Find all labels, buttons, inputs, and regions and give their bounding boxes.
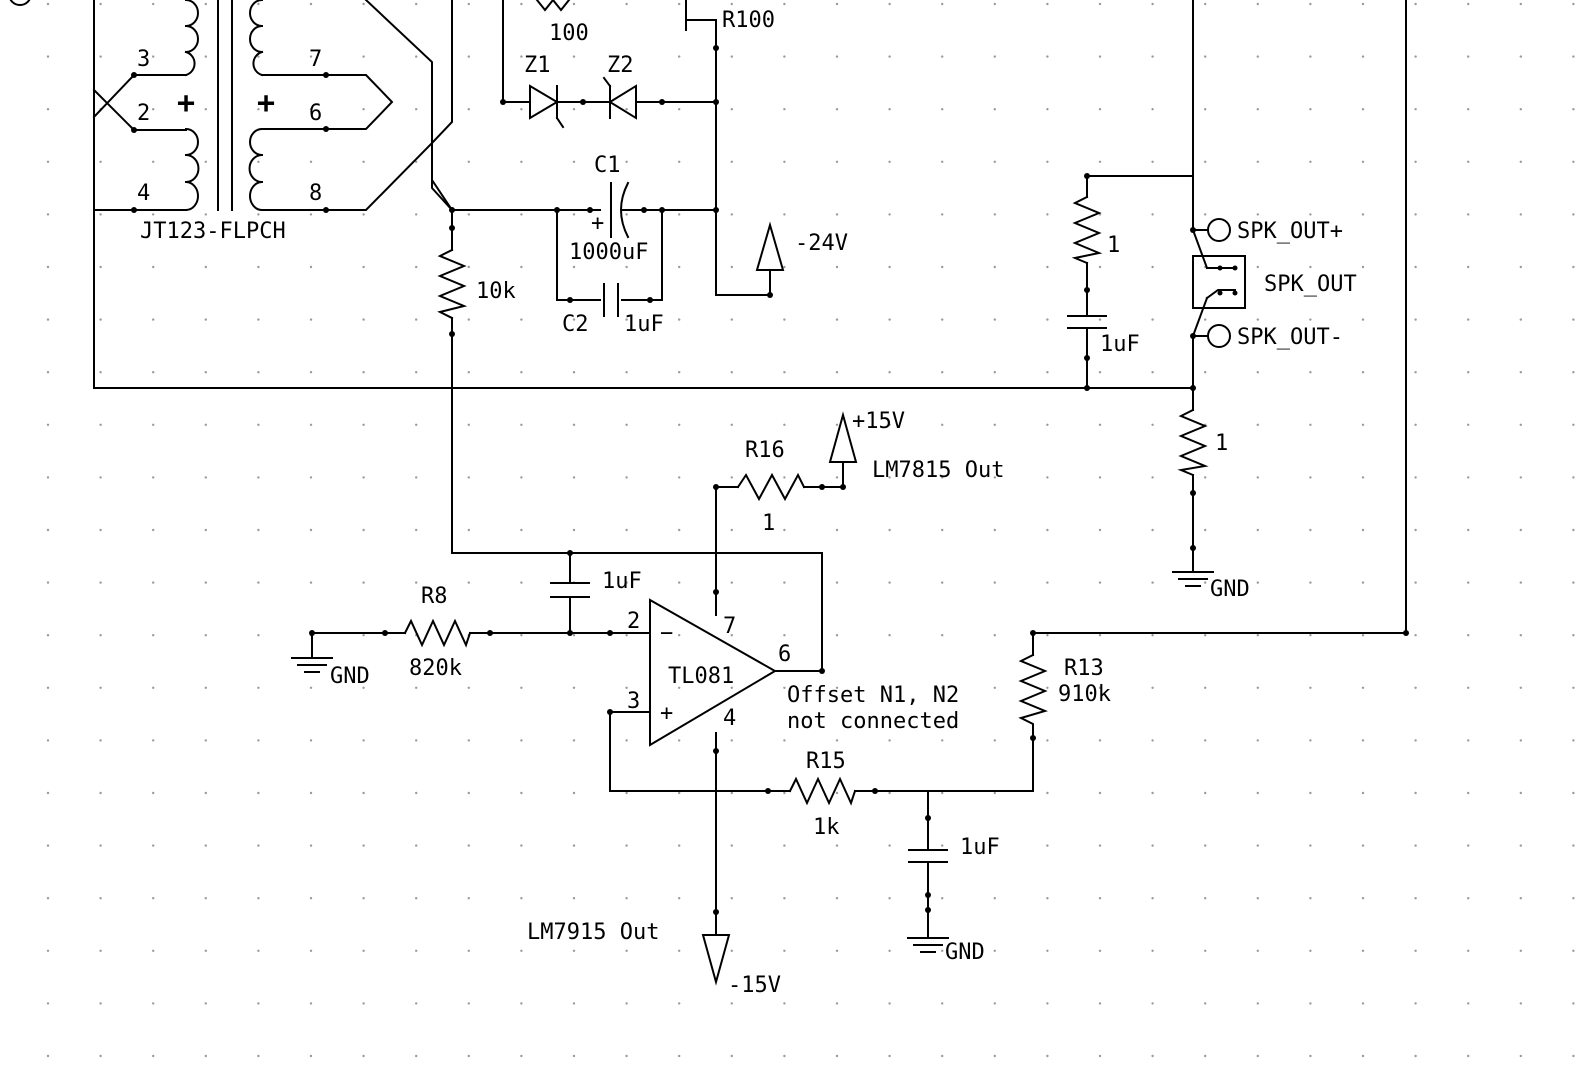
c2-ref-label: C2 (562, 312, 589, 337)
spk-out-minus-terminal (1207, 324, 1231, 348)
c1-polarity-mark: + (591, 211, 604, 236)
transistor-r100: R100 (685, 0, 775, 33)
transformer-primary-coil (184, 0, 200, 212)
transformer: 3 2 4 7 6 8 + + JT123-FLPCH (137, 0, 322, 244)
pin-7-label: 7 (309, 47, 322, 72)
pin-3-label: 3 (137, 47, 150, 72)
lm7915-label: LM7915 Out (527, 920, 659, 945)
r15-value-label: 1k (813, 815, 840, 840)
capacitor-feedback: 1uF (550, 569, 642, 598)
secondary-polarity-mark: + (257, 86, 275, 121)
r16-value-label: 1 (762, 511, 775, 536)
junction-dots (131, 45, 1409, 915)
speaker-connector: SPK_OUT+ SPK_OUT SPK_OUT- (1192, 218, 1357, 350)
r8-value-label: 820k (409, 656, 462, 681)
primary-polarity-mark: + (177, 86, 195, 121)
capacitor-spk: 1uF (1067, 315, 1140, 357)
resistor-r8: R8 820k (403, 584, 472, 681)
capacitor-c1: C1 + 1000uF (569, 153, 648, 265)
gnd-symbol-filter: GND (907, 937, 985, 965)
pos15-label: +15V (852, 409, 905, 434)
r13-ref-label: R13 (1064, 656, 1104, 681)
spk-out-minus-label: SPK_OUT- (1237, 325, 1343, 350)
resistor-10k: 10k (437, 248, 516, 320)
neg24-label: -24V (795, 231, 848, 256)
resistor-spk: 1 (1071, 195, 1120, 265)
opamp-pin6-label: 6 (778, 642, 791, 667)
pin-4-label: 4 (137, 181, 150, 206)
r100-ref-label: R100 (722, 8, 775, 33)
c-spk-value-label: 1uF (1100, 332, 1140, 357)
c-fb-value-label: 1uF (602, 569, 642, 594)
resistor-100: 100 (535, 0, 589, 46)
gnd-label-r8: GND (330, 664, 370, 689)
gnd-symbol-spk: GND (1172, 571, 1250, 602)
grid-dots (46, 2, 1575, 1058)
pin-2-label: 2 (137, 101, 150, 126)
gnd-symbol-r8: GND (291, 657, 370, 689)
wires (92, 0, 1407, 939)
c-filt-value-label: 1uF (960, 835, 1000, 860)
neg15-label: -15V (728, 973, 781, 998)
zener-z1: Z1 (524, 53, 565, 129)
c2-value-label: 1uF (624, 312, 664, 337)
gnd-label-filter: GND (945, 940, 985, 965)
resistor-r13: R13 910k (1018, 653, 1111, 739)
c1-ref-label: C1 (594, 153, 621, 178)
r15-ref-label: R15 (806, 749, 846, 774)
opamp-tl081: TL081 − + 2 3 7 4 6 Offset N1, N2 not co… (627, 598, 959, 747)
supply-pos15: +15V LM7815 Out (828, 409, 1004, 483)
spk-out-box (1192, 255, 1246, 309)
transformer-ref-label: JT123-FLPCH (140, 219, 286, 244)
capacitor-filter: 1uF (908, 835, 1000, 863)
r10k-value-label: 10k (476, 279, 516, 304)
spk-out-plus-label: SPK_OUT+ (1237, 219, 1343, 244)
pin-8-label: 8 (309, 181, 322, 206)
resistor-r15: R15 1k (788, 749, 857, 840)
spk-out-name-label: SPK_OUT (1264, 272, 1357, 297)
pin-6-label: 6 (309, 101, 322, 126)
supply-neg15: LM7915 Out -15V (527, 920, 781, 998)
partial-terminal (9, 0, 31, 6)
resistor-100-value: 100 (549, 21, 589, 46)
r8-ref-label: R8 (421, 584, 448, 609)
offset-note-line1: Offset N1, N2 (787, 683, 959, 708)
resistor-r16: R16 1 (736, 438, 806, 536)
opamp-pin7-label: 7 (723, 614, 736, 639)
lm7815-label: LM7815 Out (872, 458, 1004, 483)
gnd-label-spk: GND (1210, 577, 1250, 602)
c1-value-label: 1000uF (569, 240, 648, 265)
r-spk-value-label: 1 (1107, 233, 1120, 258)
r-sense-value-label: 1 (1215, 431, 1228, 456)
z1-ref-label: Z1 (524, 53, 551, 78)
opamp-noninv-mark: + (660, 701, 673, 726)
opamp-pin2-label: 2 (627, 609, 640, 634)
resistor-sense: 1 (1177, 408, 1228, 477)
offset-note-line2: not connected (787, 709, 959, 734)
supply-neg24: -24V (755, 221, 848, 296)
opamp-pin3-label: 3 (627, 689, 640, 714)
spk-out-plus-terminal (1207, 218, 1231, 242)
r13-value-label: 910k (1058, 682, 1111, 707)
opamp-inv-mark: − (660, 621, 673, 646)
capacitor-c2: C2 1uF (562, 283, 664, 337)
zener-z2: Z2 (602, 53, 637, 120)
opamp-pin4-label: 4 (723, 706, 736, 731)
transformer-secondary-coil (248, 0, 264, 212)
z2-ref-label: Z2 (607, 53, 634, 78)
opamp-name-label: TL081 (668, 664, 734, 689)
r16-ref-label: R16 (745, 438, 785, 463)
